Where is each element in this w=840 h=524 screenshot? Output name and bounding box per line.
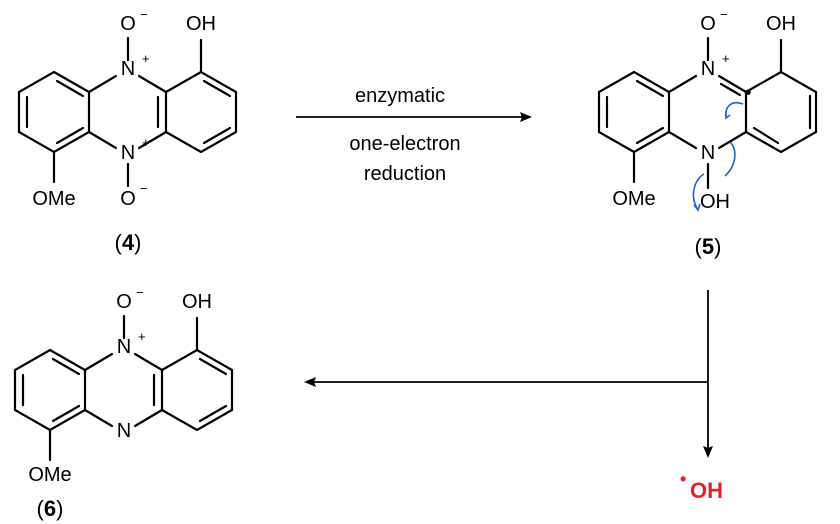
compound-5: N + O − OH • N OH OMe (5) [597, 7, 818, 259]
atom-n-bottom: N [701, 142, 715, 164]
atom-ome: OMe [28, 464, 71, 486]
charge-minus: − [140, 7, 148, 22]
reaction-arrow-1: enzymatic one-electron reduction [296, 85, 532, 185]
atom-oh: OH [766, 13, 796, 35]
atom-ome: OMe [612, 188, 655, 210]
atom-o-top: O [116, 291, 132, 313]
atom-o-bottom: O [120, 188, 136, 210]
electron-arrows [692, 101, 744, 212]
charge-minus: − [720, 7, 728, 22]
charge-minus: − [136, 285, 144, 300]
charge-plus: + [142, 135, 150, 150]
atom-n-bottom: N [121, 142, 135, 164]
reaction-arrow-2 [304, 290, 713, 458]
charge-plus: + [142, 51, 150, 66]
hydroxyl-radical: • OH [680, 469, 723, 503]
charge-plus: + [138, 329, 146, 344]
compound-label-4: (4) [115, 230, 142, 255]
condition-bottom-line2: reduction [364, 163, 446, 185]
atom-n-top: N [701, 58, 715, 80]
radical-dot: • [744, 82, 751, 104]
atom-ome: OMe [32, 188, 75, 210]
atom-oh: OH [182, 291, 212, 313]
atom-n-top: N [121, 58, 135, 80]
atom-oh: OH [186, 13, 216, 35]
atom-n-bottom: N [117, 420, 131, 442]
atom-o-top: O [120, 13, 136, 35]
condition-top: enzymatic [355, 85, 445, 107]
compound-4: N + O − OH N + O − OMe (4) [17, 7, 238, 255]
byproduct-dot: • [680, 469, 686, 489]
condition-bottom-line1: one-electron [349, 133, 460, 155]
atom-n-top: N [117, 336, 131, 358]
compound-label-6: (6) [37, 496, 64, 521]
compound-6: N + O − OH N OMe (6) [13, 285, 234, 521]
compound-label-5: (5) [695, 234, 722, 259]
atom-n-oh: OH [700, 191, 730, 213]
charge-minus: − [140, 181, 148, 196]
byproduct-oh: OH [690, 478, 723, 503]
atom-o-top: O [700, 13, 716, 35]
charge-plus: + [722, 51, 730, 66]
